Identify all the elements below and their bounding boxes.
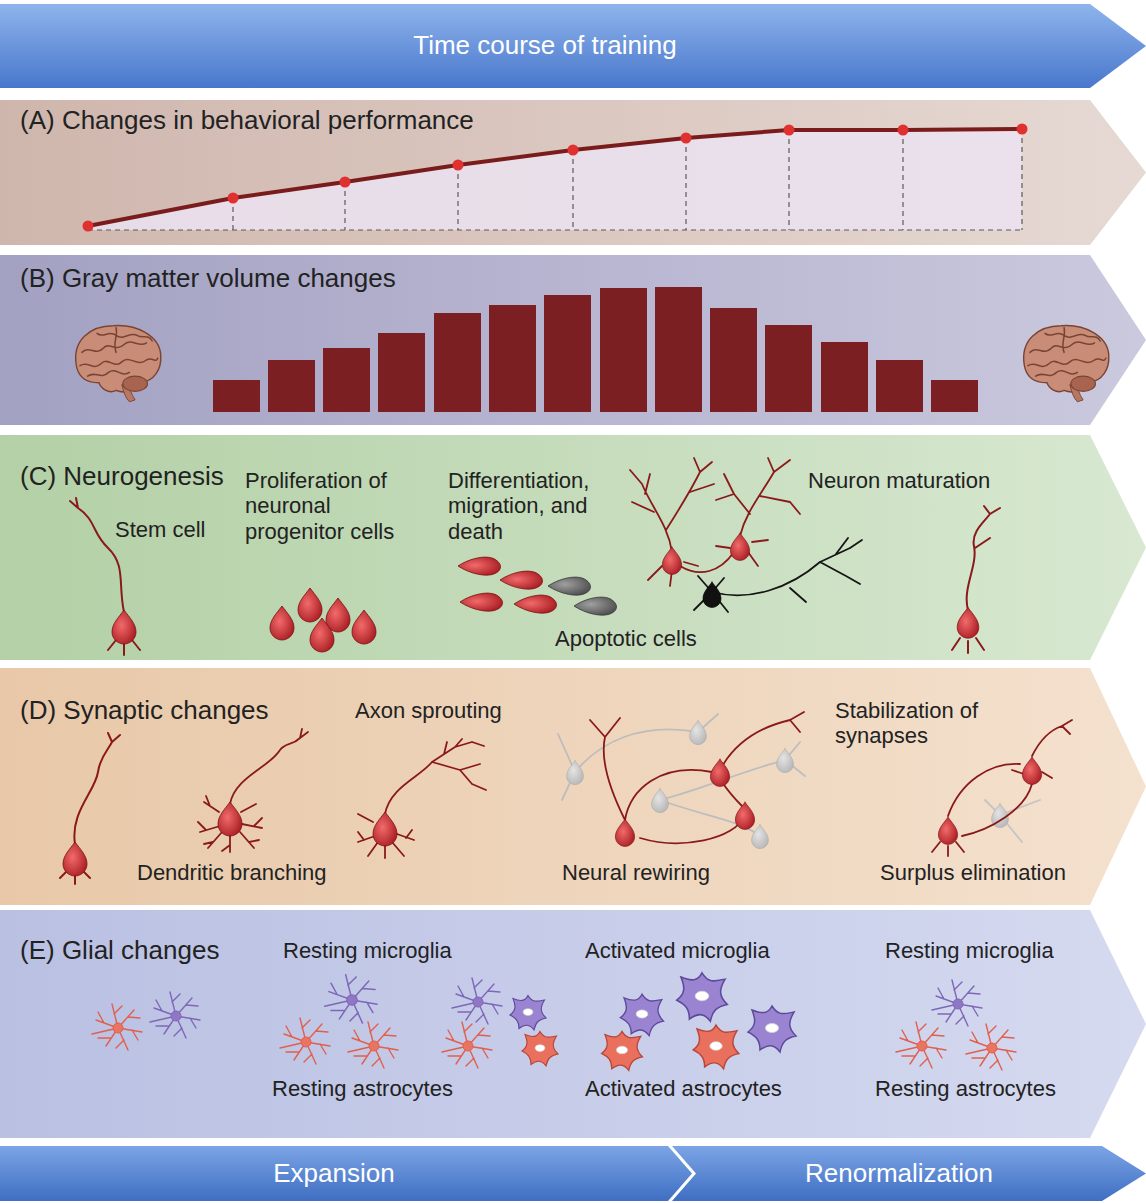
- text-slot: (D) Synaptic changes: [20, 696, 269, 726]
- stage-label: Resting astrocytes: [272, 1076, 453, 1101]
- panel-band: (D) Synaptic changes Axon sprouting Stabil…: [0, 668, 1146, 905]
- panel-heading: (A) Changes in behavioral performance: [20, 106, 474, 136]
- stage-label: Stabilization of synapses: [835, 698, 1025, 749]
- panel-heading: (D) Synaptic changes: [20, 696, 269, 726]
- text-slot: Expansion: [0, 1159, 668, 1189]
- stage-label: Neuron maturation: [808, 468, 990, 493]
- stage-label: Stem cell: [115, 517, 205, 542]
- stage-label: Dendritic branching: [137, 860, 327, 885]
- band-shape: [0, 668, 1146, 905]
- text-slot: Stabilization of synapses: [835, 698, 1025, 749]
- text-slot: Activated astrocytes: [585, 1076, 782, 1101]
- text-slot: Activated microglia: [585, 938, 770, 963]
- panel-band: (B) Gray matter volume changes: [0, 255, 1146, 425]
- text-slot: (B) Gray matter volume changes: [20, 264, 396, 294]
- band-shape: [0, 910, 1146, 1138]
- stage-label: Activated microglia: [585, 938, 770, 963]
- band-shape: [0, 435, 1146, 660]
- phase-label: Renormalization: [805, 1159, 993, 1189]
- text-slot: Neuron maturation: [808, 468, 990, 493]
- stage-label: Proliferation of neuronal progenitor cel…: [245, 468, 415, 544]
- panel-heading: (C) Neurogenesis: [20, 462, 224, 492]
- stage-label: Surplus elimination: [880, 860, 1066, 885]
- text-slot: Proliferation of neuronal progenitor cel…: [245, 468, 415, 544]
- panel-heading: (B) Gray matter volume changes: [20, 264, 396, 294]
- timeline-title: Time course of training: [413, 31, 676, 61]
- phase-arrow: Expansion: [0, 1146, 692, 1201]
- stage-label: Apoptotic cells: [555, 626, 697, 651]
- text-slot: (C) Neurogenesis: [20, 462, 224, 492]
- panel-band: (A) Changes in behavioral performance: [0, 100, 1146, 245]
- stage-label: Differentiation, migration, and death: [448, 468, 618, 544]
- text-slot: (E) Glial changes: [20, 936, 219, 966]
- text-slot: Dendritic branching: [137, 860, 327, 885]
- stage-label: Resting microglia: [283, 938, 452, 963]
- phase-label: Expansion: [273, 1159, 394, 1189]
- band-shape: [0, 1146, 692, 1201]
- band-shape: [0, 255, 1146, 425]
- text-slot: Resting astrocytes: [875, 1076, 1056, 1101]
- text-slot: Resting microglia: [283, 938, 452, 963]
- stage-label: Resting microglia: [885, 938, 1054, 963]
- band-shape: [672, 1146, 1146, 1201]
- text-slot: Axon sprouting: [355, 698, 502, 723]
- text-slot: Time course of training: [0, 31, 1090, 61]
- panel-band: (C) NeurogenesisStem cell Proliferation o…: [0, 435, 1146, 660]
- text-slot: Resting microglia: [885, 938, 1054, 963]
- band-shape: [0, 100, 1146, 245]
- stage-label: Activated astrocytes: [585, 1076, 782, 1101]
- text-slot: Resting astrocytes: [272, 1076, 453, 1101]
- panel-heading: (E) Glial changes: [20, 936, 219, 966]
- text-slot: Renormalization: [696, 1159, 1102, 1189]
- text-slot: Neural rewiring: [562, 860, 710, 885]
- phase-arrow: Renormalization: [672, 1146, 1146, 1201]
- stage-label: Axon sprouting: [355, 698, 502, 723]
- text-slot: Apoptotic cells: [555, 626, 697, 651]
- panel-band: (E) Glial changesResting microgliaActiva…: [0, 910, 1146, 1138]
- text-slot: Surplus elimination: [880, 860, 1066, 885]
- text-slot: Stem cell: [115, 517, 205, 542]
- timeline-arrow: Time course of training: [0, 4, 1146, 88]
- band-shape: [0, 4, 1146, 88]
- stage-label: Resting astrocytes: [875, 1076, 1056, 1101]
- text-slot: Differentiation, migration, and death: [448, 468, 618, 544]
- text-slot: (A) Changes in behavioral performance: [20, 106, 474, 136]
- stage-label: Neural rewiring: [562, 860, 710, 885]
